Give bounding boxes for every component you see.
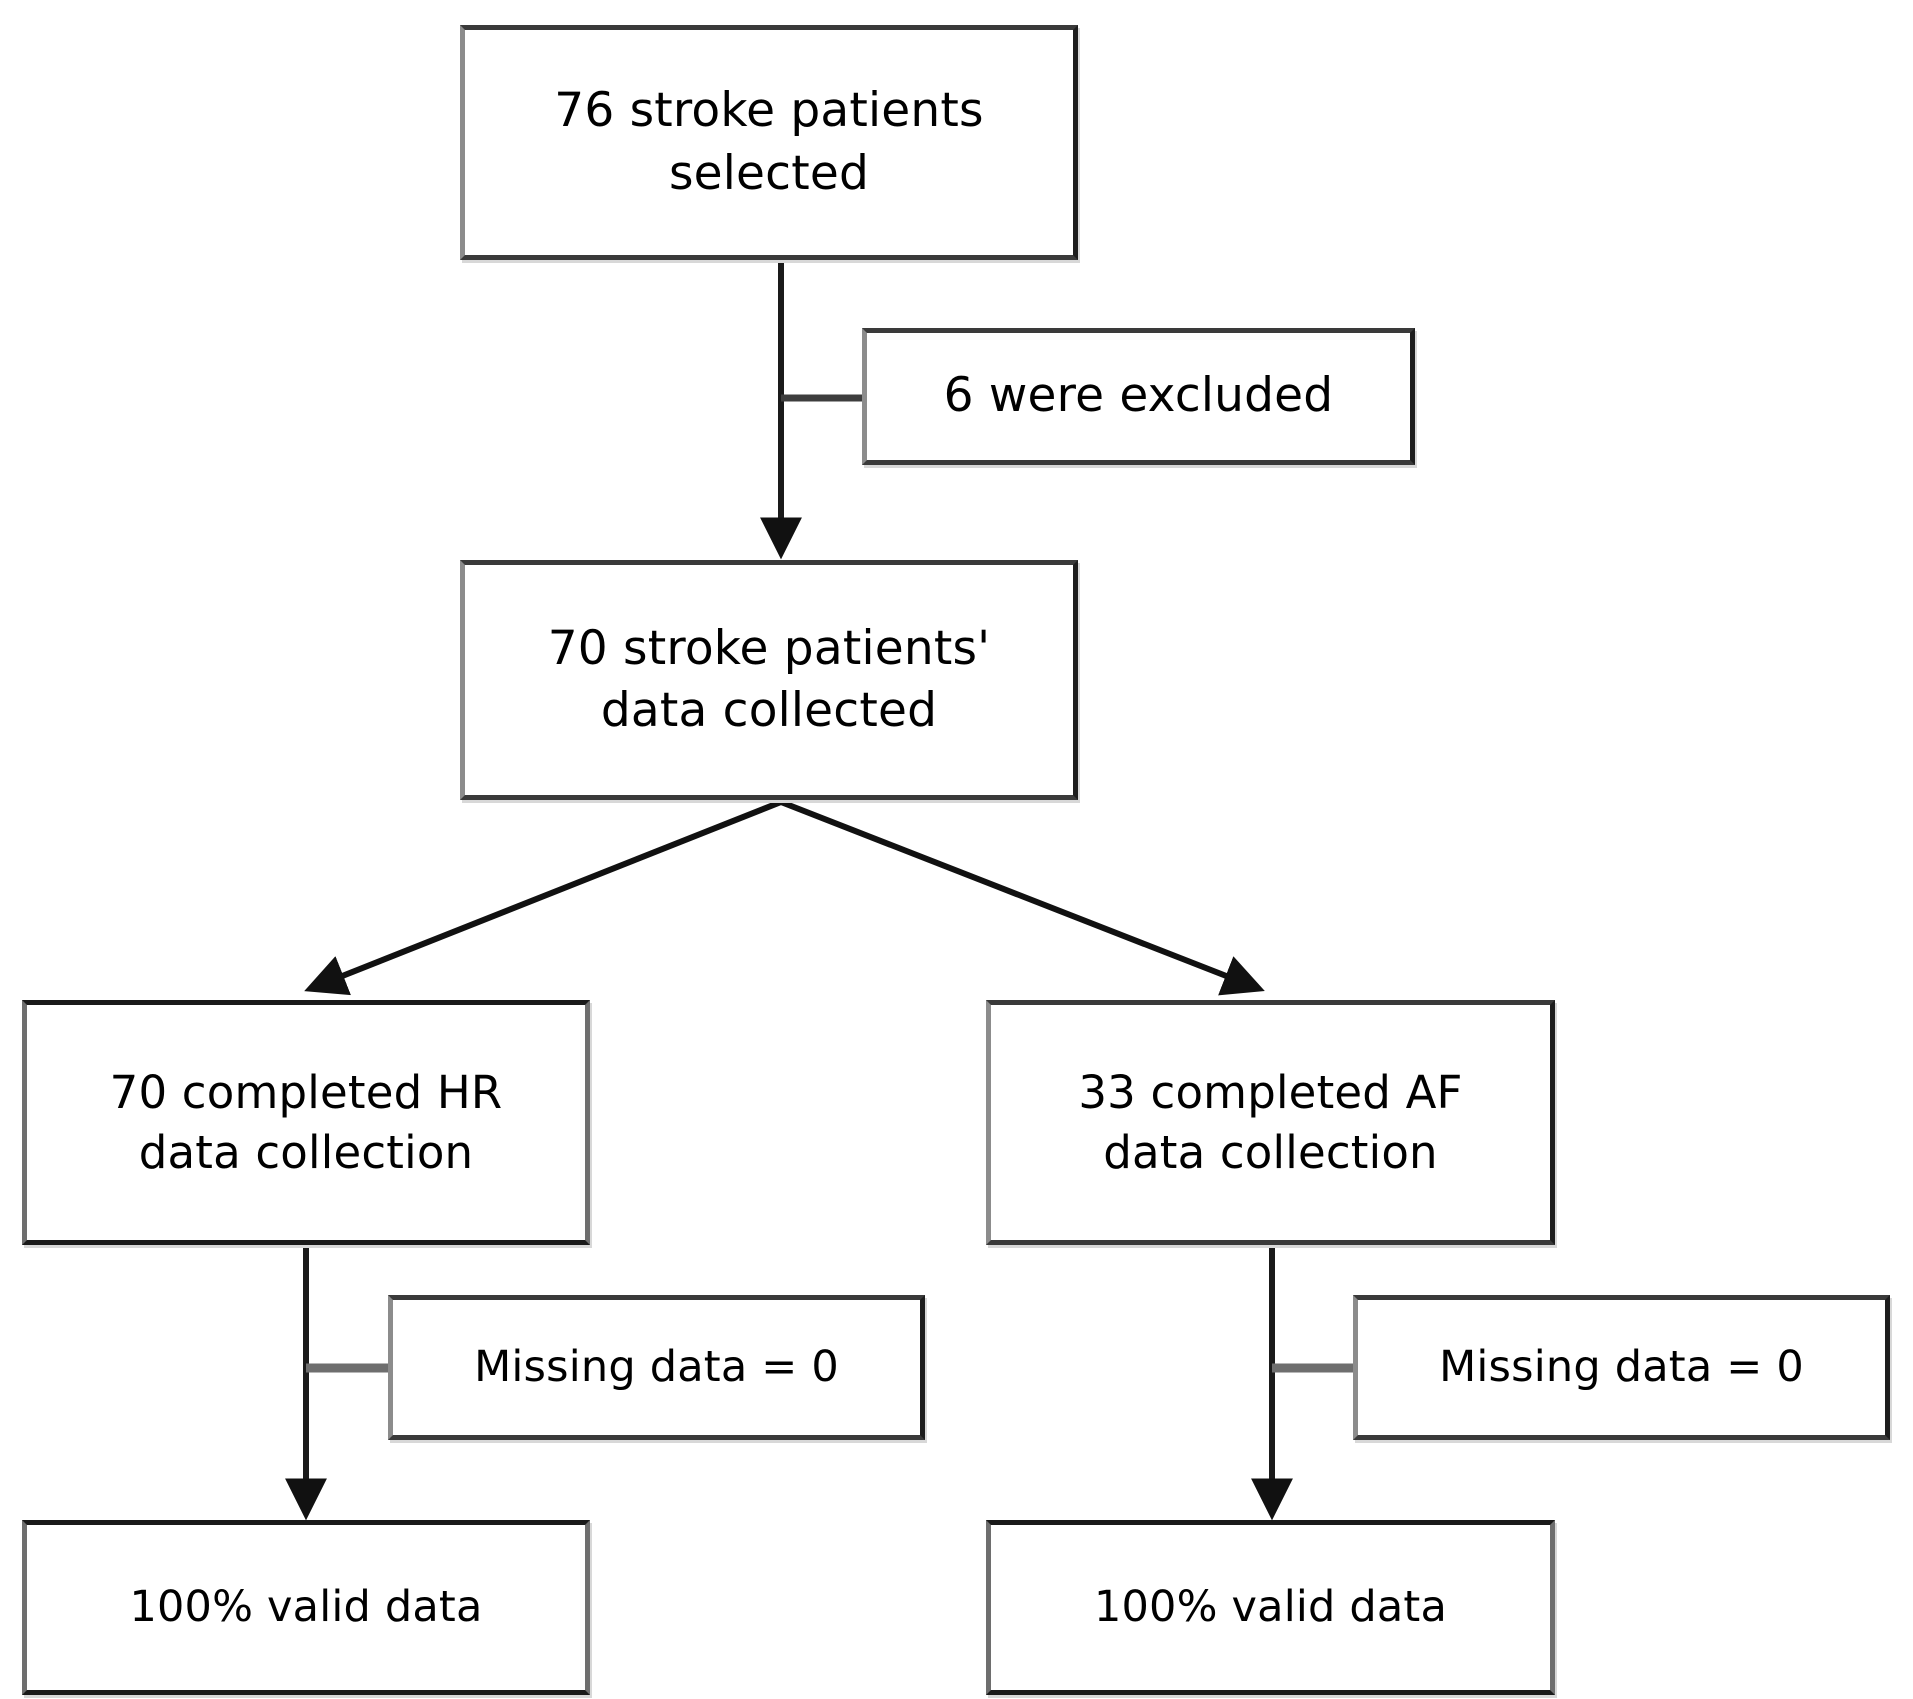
node-label: 70 completed HR data collection — [109, 1066, 503, 1179]
node-label: Missing data = 0 — [474, 1342, 839, 1393]
node-70-stroke-patients-data-collected[interactable]: 70 stroke patients' data collected — [460, 560, 1078, 800]
node-33-completed-af-data-collection[interactable]: 33 completed AF data collection — [986, 1000, 1555, 1245]
node-70-completed-hr-data-collection[interactable]: 70 completed HR data collection — [22, 1000, 590, 1245]
node-label: 6 were excluded — [943, 368, 1334, 424]
node-label: 100% valid data — [1093, 1582, 1448, 1633]
node-missing-data-hr[interactable]: Missing data = 0 — [388, 1295, 925, 1440]
edge-collected-to-af — [779, 799, 1265, 996]
node-label: 33 completed AF data collection — [1078, 1066, 1463, 1179]
node-label: Missing data = 0 — [1439, 1342, 1804, 1393]
node-6-were-excluded[interactable]: 6 were excluded — [862, 328, 1415, 465]
node-76-stroke-patients-selected[interactable]: 76 stroke patients selected — [460, 25, 1078, 260]
node-label: 100% valid data — [129, 1582, 483, 1633]
node-label: 76 stroke patients selected — [554, 83, 984, 201]
node-100-percent-valid-data-af[interactable]: 100% valid data — [986, 1520, 1555, 1695]
edge-collected-to-hr — [304, 799, 783, 996]
node-label: 70 stroke patients' data collected — [547, 620, 991, 738]
node-100-percent-valid-data-hr[interactable]: 100% valid data — [22, 1520, 590, 1695]
node-missing-data-af[interactable]: Missing data = 0 — [1353, 1295, 1890, 1440]
